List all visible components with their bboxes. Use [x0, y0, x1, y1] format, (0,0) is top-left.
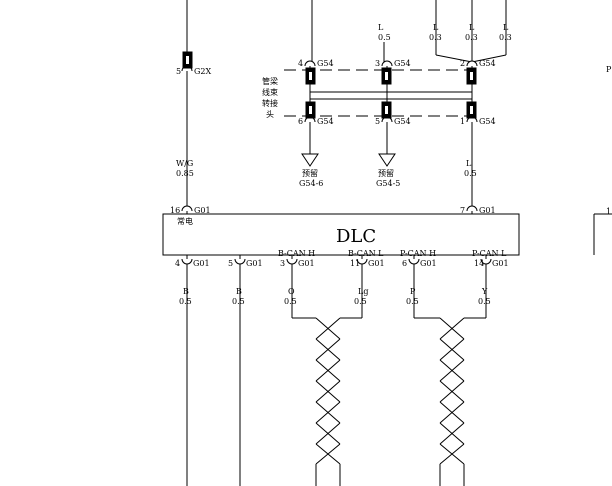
wire-size-label: 0.5	[179, 297, 192, 306]
wire-size-label: 0.5	[232, 297, 245, 306]
pin-cap-icon	[181, 258, 193, 265]
dlc-power-label: 常电	[177, 216, 193, 226]
dlc-power-pin: 16	[170, 206, 180, 215]
splice-label: 头	[266, 109, 274, 119]
dlc-pin-number: 3	[280, 259, 285, 268]
g54-pin: 3	[375, 59, 380, 68]
dlc-pin-conn: G01	[246, 259, 263, 268]
wire-color-label: L	[466, 159, 472, 168]
dlc-pin-signal: B-CAN L	[348, 249, 384, 258]
dlc-power-conn: G01	[194, 206, 211, 215]
dlc-pin-number: 14	[474, 259, 484, 268]
pin-cap-icon	[480, 258, 492, 265]
pin-cap-icon	[286, 258, 298, 265]
pin-cap-icon	[356, 258, 368, 265]
edge-mark: P	[606, 65, 612, 74]
pin-cap-icon	[381, 60, 393, 67]
g54-name: G54	[394, 117, 411, 126]
g54-name: G54	[394, 59, 411, 68]
g54-name: G54	[317, 59, 334, 68]
reserve-ref: G54-5	[376, 179, 400, 188]
dlc-pin-number: 11	[350, 259, 360, 268]
pin-cap-icon	[408, 258, 420, 265]
splice-label: 管梁	[262, 76, 278, 86]
wire-size-label: 0.5	[378, 33, 391, 42]
reserve-arrow-icon	[378, 153, 396, 167]
g54-name: G54	[479, 117, 496, 126]
wire-color-label: P	[410, 287, 416, 296]
wire-color-label: Y	[481, 287, 488, 296]
wire-size-label: 0.5	[464, 169, 477, 178]
dlc-pin-number: 4	[175, 259, 180, 268]
wire-size-label: 0.5	[406, 297, 419, 306]
g54-pin: 2	[460, 59, 465, 68]
wire-color-label: B	[183, 287, 189, 296]
reserve-arrow-icon	[301, 153, 319, 167]
dlc-pin-number: 6	[402, 259, 407, 268]
g2x-pin: 5	[176, 67, 181, 76]
dlc-pin-conn: G01	[420, 259, 437, 268]
dlc-pin-signal: B-CAN H	[278, 249, 315, 258]
splice-label: 线束	[262, 87, 278, 97]
pin-cap-icon	[466, 205, 478, 212]
reserve-label: 预留	[302, 168, 318, 178]
dlc-pin-number: 5	[228, 259, 233, 268]
wire-size-label: 0.3	[429, 33, 442, 42]
wire-color-label: B	[236, 287, 242, 296]
dlc-pin-signal: P-CAN H	[400, 249, 436, 258]
wire-size-label: 0.5	[354, 297, 367, 306]
wire-size-label: 0.3	[499, 33, 512, 42]
dlc-right-conn: G01	[479, 206, 496, 215]
pin-cap-icon	[304, 60, 316, 67]
g54-pin: 6	[298, 117, 303, 126]
reserve-label: 预留	[378, 168, 394, 178]
dlc-pin-signal: P-CAN L	[472, 249, 507, 258]
wire-size-label: 0.5	[478, 297, 491, 306]
wire-color-label: L	[469, 23, 475, 32]
g54-pin: 1	[460, 117, 465, 126]
wire-color-label: Lg	[358, 287, 368, 296]
dlc-right-pin: 7	[460, 206, 465, 215]
dlc-pin-conn: G01	[298, 259, 315, 268]
pin-cap-icon	[181, 205, 193, 212]
dlc-box	[162, 213, 520, 256]
dlc-title: DLC	[336, 226, 376, 247]
edge-mark: 1	[606, 207, 611, 216]
dlc-pin-conn: G01	[193, 259, 210, 268]
reserve-ref: G54-6	[299, 179, 323, 188]
g54-name: G54	[317, 117, 334, 126]
wire-color-label: W/G	[176, 159, 193, 168]
twisted-pair	[315, 317, 341, 465]
wire-color-label: O	[288, 287, 295, 296]
g54-pin: 4	[298, 59, 303, 68]
wire-color-label: L	[503, 23, 509, 32]
twisted-pairs	[315, 317, 465, 486]
g54-pin: 5	[375, 117, 380, 126]
wire-color-label: L	[378, 23, 384, 32]
twisted-pair	[439, 317, 465, 465]
wire-color-label: L	[433, 23, 439, 32]
wire-size-label: 0.85	[176, 169, 194, 178]
dlc-pin-conn: G01	[368, 259, 385, 268]
wire-size-label: 0.5	[284, 297, 297, 306]
pin-cap-icon	[466, 60, 478, 67]
g2x-name: G2X	[194, 67, 211, 76]
splice-label: 转接	[262, 98, 278, 108]
pin-cap-icon	[234, 258, 246, 265]
wire-size-label: 0.3	[465, 33, 478, 42]
g54-name: G54	[479, 59, 496, 68]
dlc-pin-conn: G01	[492, 259, 509, 268]
